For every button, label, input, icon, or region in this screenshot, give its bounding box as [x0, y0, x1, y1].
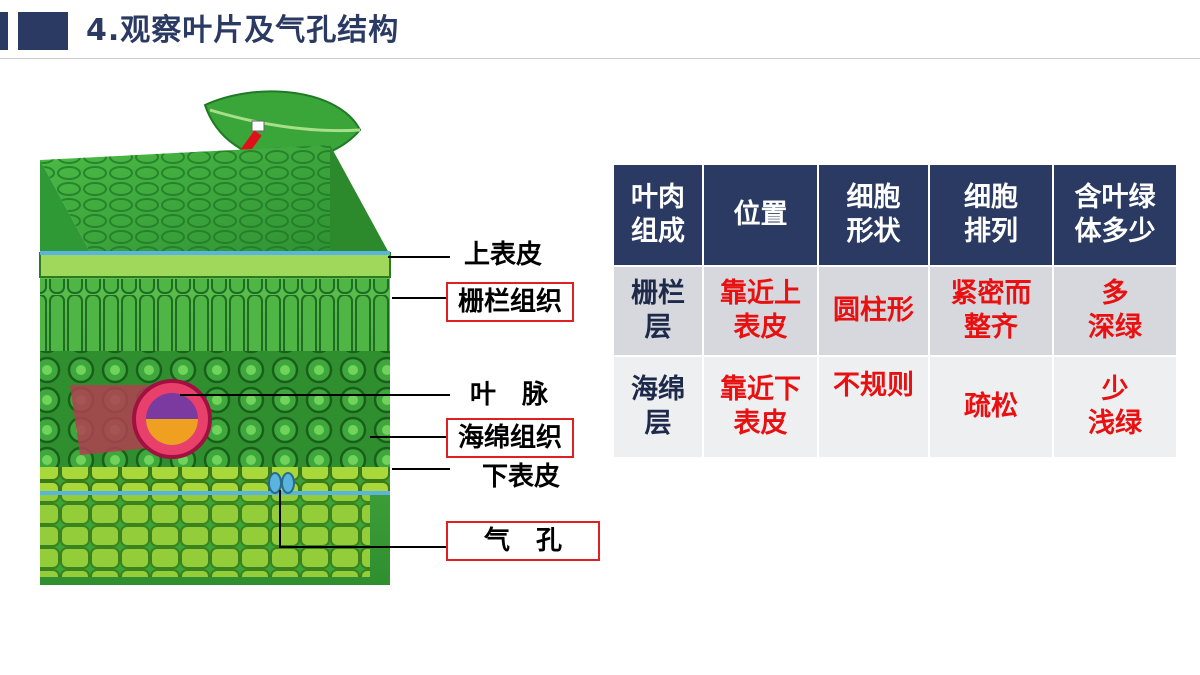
label-spongy-tissue: 海绵组织: [446, 418, 575, 458]
header-chloroplast-amount: 含叶绿 体多少: [1053, 165, 1178, 267]
stoma-illustration: [268, 472, 295, 494]
cell-palisade-position: 靠近上 表皮: [703, 266, 819, 357]
label-stoma: 气 孔: [446, 521, 600, 561]
vein-illustration: [70, 379, 212, 459]
header-accent-bar: [18, 12, 68, 50]
leaf-cross-section-illustration: [39, 90, 450, 585]
label-lower-epidermis: 下表皮: [482, 462, 561, 492]
cell-spongy-position: 靠近下 表皮: [703, 356, 819, 459]
cell-spongy-arrangement: 疏松: [929, 356, 1054, 459]
cell-palisade-shape: 圆柱形: [818, 266, 930, 357]
table-header-row: 叶肉 组成 位置 细胞 形状 细胞 排列 含叶绿 体多少: [614, 165, 1178, 267]
label-vein: 叶 脉: [470, 380, 549, 410]
header-position: 位置: [703, 165, 819, 267]
cell-spongy-shape: 不规则: [818, 356, 930, 459]
row-name-spongy: 海绵 层: [614, 356, 704, 459]
header-cell-shape: 细胞 形状: [818, 165, 930, 267]
cell-spongy-chlorophyll: 少 浅绿: [1053, 356, 1178, 459]
table-row-spongy: 海绵 层 靠近下 表皮 不规则 疏松 少 浅绿: [614, 356, 1178, 459]
slide-title: 4.观察叶片及气孔结构: [86, 13, 400, 48]
header-cell-arrangement: 细胞 排列: [929, 165, 1054, 267]
slide-header: 4.观察叶片及气孔结构: [0, 0, 1200, 62]
cell-palisade-chlorophyll: 多 深绿: [1053, 266, 1178, 357]
leaf-cross-section-diagram: 上表皮 栅栏组织 叶 脉 海绵组织 下表皮 气 孔: [30, 85, 610, 585]
header-accent-bar-thin: [0, 12, 8, 50]
table-row-palisade: 栅栏 层 靠近上 表皮 圆柱形 紧密而 整齐 多 深绿: [614, 266, 1178, 357]
cell-palisade-arrangement: 紧密而 整齐: [929, 266, 1054, 357]
header-mesophyll-composition: 叶肉 组成: [614, 165, 704, 267]
row-name-palisade: 栅栏 层: [614, 266, 704, 357]
mesophyll-comparison-table: 叶肉 组成 位置 细胞 形状 细胞 排列 含叶绿 体多少 栅栏 层: [614, 165, 1178, 459]
header-divider: [0, 58, 1200, 59]
label-palisade-tissue: 栅栏组织: [446, 282, 575, 322]
label-upper-epidermis: 上表皮: [464, 240, 543, 270]
